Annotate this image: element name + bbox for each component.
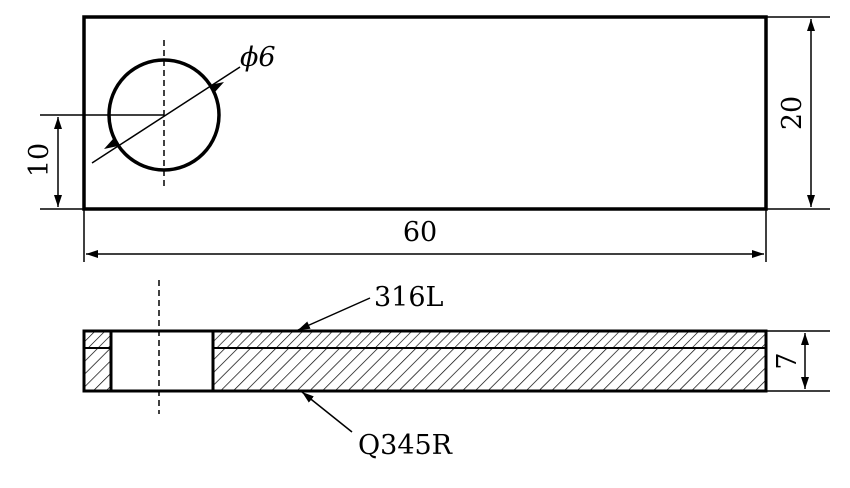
diameter-label: ϕ6 bbox=[240, 42, 276, 73]
thickness-label: 7 bbox=[772, 352, 803, 369]
height-label: 20 bbox=[777, 96, 808, 130]
length-label: 60 bbox=[403, 217, 437, 248]
diameter-arrow-lower bbox=[104, 139, 118, 149]
diameter-arrow-upper bbox=[210, 82, 224, 92]
diameter-leader-line bbox=[91, 66, 241, 164]
section-view: 7 316L Q345R bbox=[82, 280, 830, 461]
cladding-leader bbox=[297, 297, 371, 331]
base-layer-right bbox=[214, 348, 765, 390]
plate-outline bbox=[82, 15, 768, 211]
offset-label: 10 bbox=[24, 143, 55, 177]
cladding-layer-left bbox=[85, 332, 110, 348]
base-layer-left bbox=[85, 348, 110, 390]
base-material-label: Q345R bbox=[358, 430, 453, 461]
section-outline bbox=[82, 329, 768, 393]
cladding-layer-right bbox=[214, 332, 765, 348]
top-view: ϕ6 10 20 60 bbox=[24, 15, 830, 262]
cladding-material-label: 316L bbox=[374, 282, 444, 313]
base-leader bbox=[301, 391, 353, 433]
